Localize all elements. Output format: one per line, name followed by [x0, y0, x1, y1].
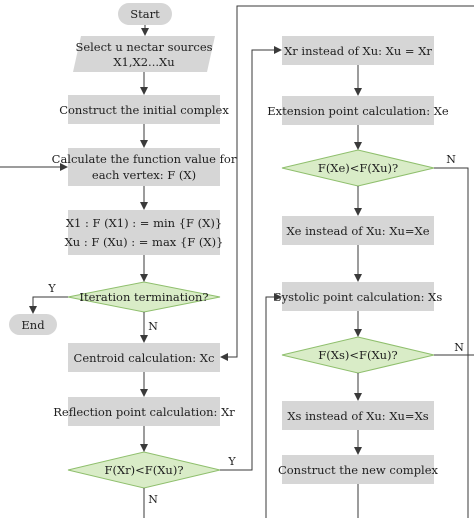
assign-min-label: X1 : F (X1) : = min {F (X)} [66, 216, 222, 230]
reflection-label: Reflection point calculation: Xr [53, 405, 235, 419]
extension-box [282, 96, 434, 125]
label-reflection-yes: Y [227, 455, 236, 468]
replace-extension-label: Xe instead of Xu: Xu=Xe [286, 224, 429, 238]
label-systolic-no: N [454, 341, 464, 354]
line-extension-no [434, 167, 469, 518]
arrow-reflection-yes-to-replace [220, 46, 282, 471]
start-label: Start [130, 7, 160, 21]
start-terminal [118, 3, 172, 25]
systolic-label: Systolic point calculation: Xs [274, 290, 443, 304]
centroid-label: Centroid calculation: Xc [74, 351, 215, 365]
extension-condition-label: F(Xe)<F(Xu)? [318, 161, 398, 175]
label-iteration-yes: Y [47, 282, 56, 295]
label-iteration-no: N [148, 320, 158, 333]
systolic-condition-label: F(Xs)<F(Xu)? [318, 348, 397, 362]
arrow-iteration-yes-to-end [29, 296, 68, 314]
calc-function-box [68, 148, 220, 186]
construct-initial-label: Construct the initial complex [59, 103, 229, 117]
min-max-assign-box [68, 210, 220, 255]
replace-systolic-box [282, 401, 434, 430]
construct-new-label: Construct the new complex [278, 463, 439, 477]
arrow-into-systolic [265, 293, 282, 518]
label-extension-no: N [446, 153, 456, 166]
assign-max-label: Xu : F (Xu) : = max {F (X)} [65, 235, 224, 249]
replace-reflection-box [282, 36, 434, 65]
construct-initial-box [68, 95, 220, 124]
calc-function-line-1: Calculate the function value for [52, 152, 237, 166]
replace-reflection-label: Xr instead of Xu: Xu = Xr [284, 44, 432, 58]
systolic-box [282, 282, 434, 311]
iteration-termination-decision [67, 281, 221, 313]
calc-function-line-2: each vertex: F (X) [92, 168, 196, 182]
iteration-termination-label: Iteration termination? [79, 290, 208, 304]
extension-label: Extension point calculation: Xe [267, 104, 449, 118]
replace-systolic-label: Xs instead of Xu: Xu=Xs [287, 409, 428, 423]
centroid-box [68, 343, 220, 372]
select-line-2: X1,X2...Xu [113, 55, 174, 69]
end-label: End [21, 318, 45, 332]
construct-new-box [282, 455, 434, 484]
arrow-feedback-to-centroid [220, 5, 474, 361]
reflection-condition-label: F(Xr)<F(Xu)? [105, 463, 184, 477]
select-nectar-parallelogram [73, 36, 215, 72]
end-terminal [9, 314, 57, 335]
select-line-1: Select u nectar sources [75, 40, 212, 54]
replace-extension-box [282, 216, 434, 245]
label-reflection-no: N [148, 493, 158, 506]
reflection-box [68, 397, 220, 426]
